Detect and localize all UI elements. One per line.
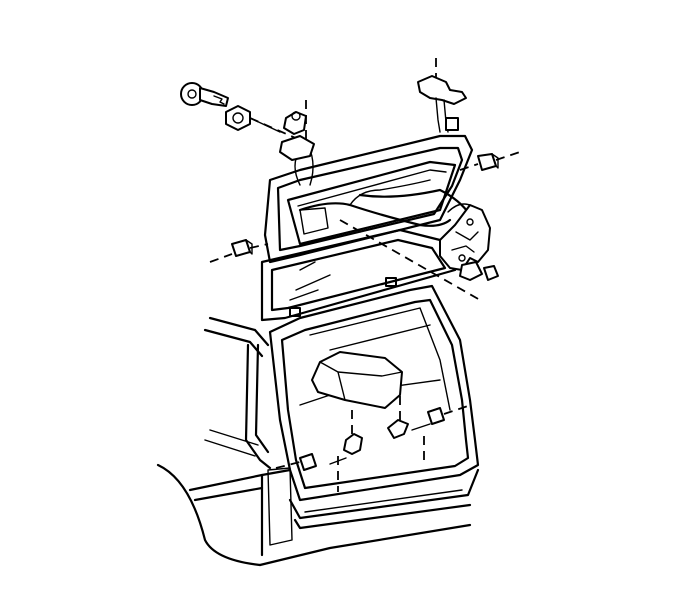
lower-bumper-right: [427, 405, 469, 425]
upper-hinge: [417, 58, 467, 133]
liftgate-panel: [260, 134, 474, 322]
lock-key: [180, 82, 229, 107]
lock-cylinder: [225, 105, 301, 141]
bumper-stop-right: [459, 151, 521, 171]
bumper-stop-left: [209, 239, 269, 263]
lower-bumper-left: [275, 453, 317, 471]
latch-assembly: [339, 203, 499, 301]
upper-lock-actuator: [279, 100, 315, 161]
cargo-compartment-cover: [311, 351, 403, 409]
striker-right: [387, 396, 431, 466]
liftgate-glass: [289, 261, 331, 301]
striker-left: [329, 410, 363, 492]
vehicle-rear-body: [156, 277, 480, 567]
